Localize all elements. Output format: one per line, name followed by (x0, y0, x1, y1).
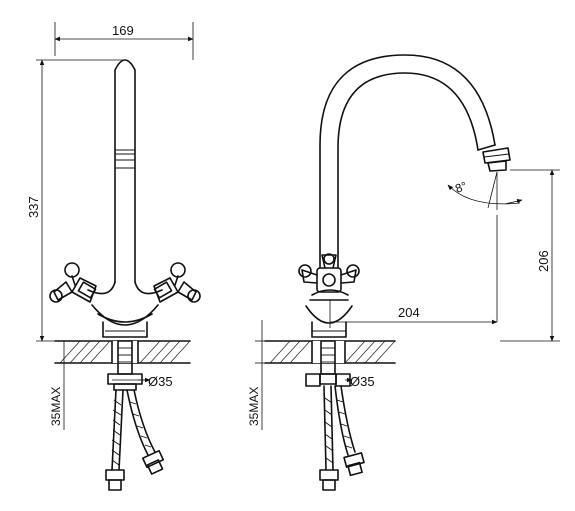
side-body (305, 289, 353, 338)
front-spout (114, 59, 136, 283)
side-spout (319, 54, 511, 269)
height-label: 337 (26, 196, 41, 218)
spout-reach-dimension: 204 (329, 215, 498, 328)
width-dimension: 169 (54, 22, 194, 60)
side-countertop (264, 340, 396, 364)
side-hoses (319, 385, 365, 491)
front-shank (107, 340, 143, 391)
spout-height-label: 206 (536, 250, 551, 272)
front-left-handle (49, 262, 97, 303)
side-shank (305, 340, 351, 387)
width-label: 169 (112, 23, 134, 38)
front-hole-diameter: Ø35 (112, 374, 173, 389)
spout-reach-label: 204 (398, 305, 420, 320)
front-diameter-label: Ø35 (148, 374, 173, 389)
swivel-angle-label: 8° (453, 179, 469, 196)
side-diameter-label: Ø35 (350, 374, 375, 389)
spout-height-dimension: 206 (500, 169, 560, 342)
front-body (87, 281, 163, 338)
side-view: 8° 206 204 (247, 54, 560, 491)
side-thickness-dimension: 35MAX (247, 320, 268, 430)
side-max-label: 35MAX (247, 387, 261, 426)
swivel-angle: 8° (447, 171, 523, 210)
front-view: 169 337 (26, 22, 201, 491)
front-max-label: 35MAX (49, 387, 63, 426)
side-handle (298, 253, 360, 293)
front-hoses (105, 389, 165, 491)
front-thickness-dimension: 35MAX (49, 340, 70, 430)
height-dimension: 337 (26, 59, 125, 342)
front-right-handle (153, 262, 201, 303)
front-countertop (54, 340, 191, 364)
side-hole-diameter: Ø35 (345, 374, 375, 389)
